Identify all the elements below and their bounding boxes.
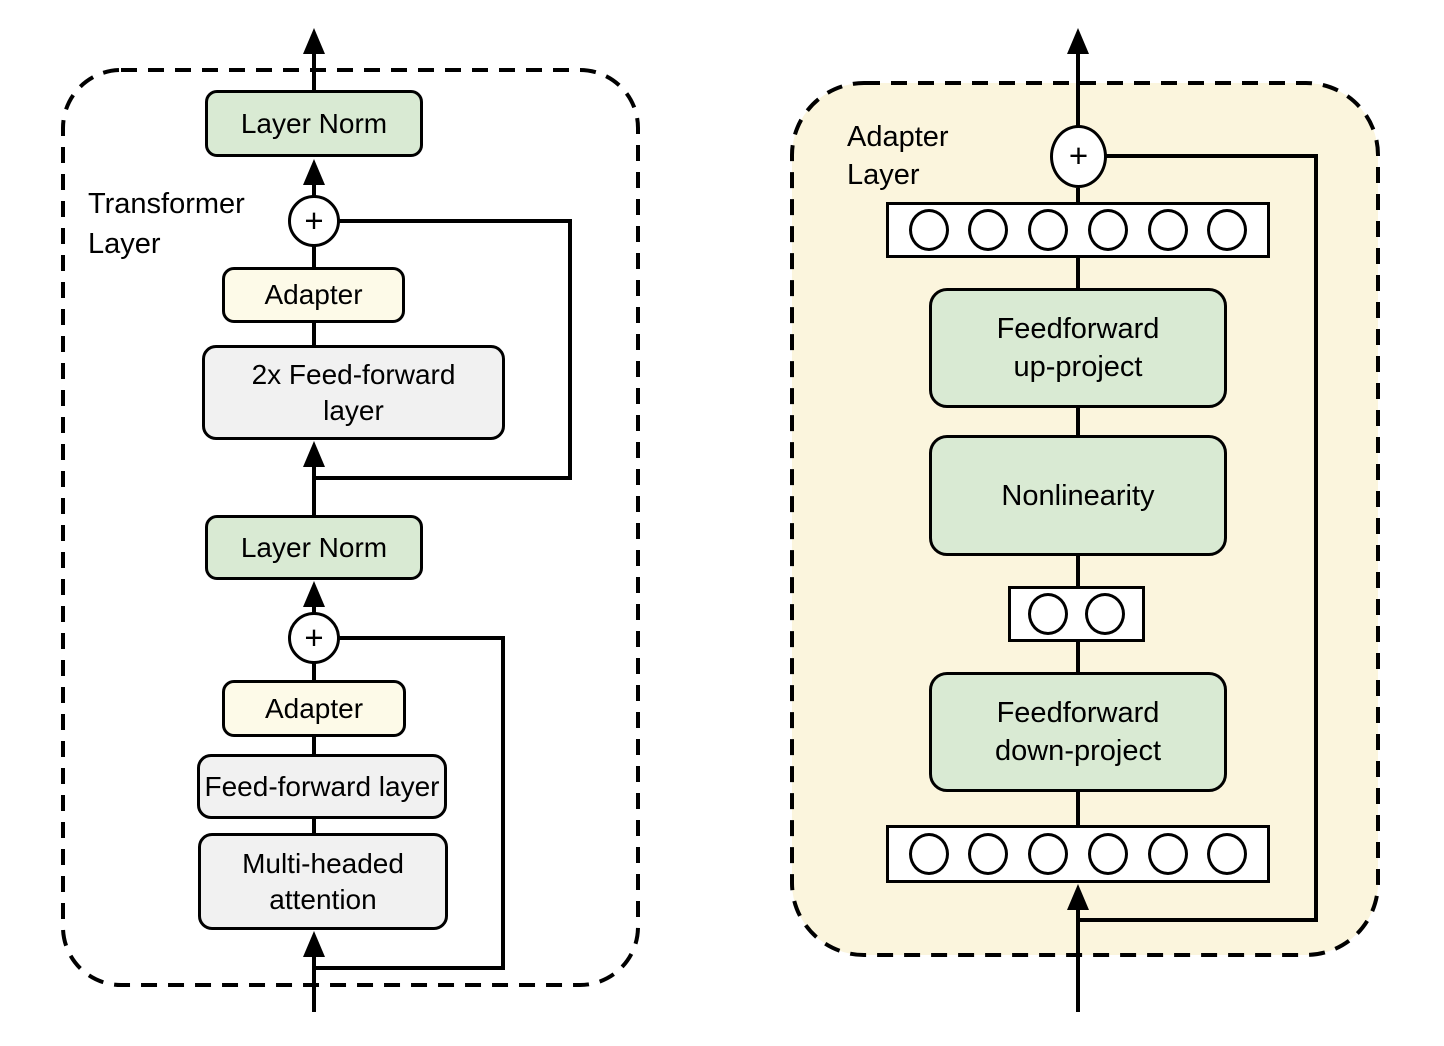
vector-circle — [1207, 209, 1248, 251]
feed-forward-2x-line1: 2x Feed-forward — [251, 358, 456, 390]
bottleneck-vector-row — [1008, 586, 1145, 642]
adapter-top-box: Adapter — [222, 267, 405, 323]
feedforward-up-project-line2: up-project — [1013, 351, 1143, 383]
transformer-layer-label-line1: Transformer — [88, 188, 245, 220]
left-attention-arrowhead — [303, 931, 325, 957]
adapter-bottom-box: Adapter — [222, 680, 406, 737]
vector-circle — [1147, 833, 1188, 875]
vector-circle — [968, 833, 1009, 875]
left-lower-skip-connection — [316, 636, 505, 970]
residual-add-bottom-left: + — [288, 612, 340, 664]
nonlinearity-box: Nonlinearity — [929, 435, 1227, 556]
adapter-layer-label-line1: Adapter — [847, 121, 949, 153]
left-output-arrowhead — [303, 28, 325, 54]
multi-headed-attention-line2: attention — [269, 883, 377, 915]
multi-headed-attention-line1: Multi-headed — [242, 847, 404, 879]
right-output-arrowhead — [1067, 28, 1089, 54]
transformer-layer-label-line2: Layer — [88, 228, 161, 260]
vector-circle — [1028, 833, 1069, 875]
adapter-layer-label-line2: Layer — [847, 159, 920, 191]
hidden-vector-row-top — [886, 202, 1270, 258]
vector-circle — [1087, 833, 1128, 875]
multi-headed-attention-box: Multi-headed attention — [198, 833, 448, 930]
feed-forward-2x-line2: layer — [323, 394, 384, 426]
feedforward-down-project-line2: down-project — [994, 735, 1162, 767]
feed-forward-layer-box: Feed-forward layer — [197, 754, 447, 819]
vector-circle — [908, 209, 949, 251]
layer-norm-bottom-box: Layer Norm — [205, 515, 423, 580]
feedforward-up-project-line1: Feedforward — [996, 313, 1160, 345]
transformer-layer-label: Transformer Layer — [88, 184, 245, 264]
residual-add-right: + — [1050, 125, 1107, 188]
vector-circle — [1085, 593, 1125, 635]
feedforward-down-project-box: Feedforward down-project — [929, 672, 1227, 792]
feedforward-up-project-box: Feedforward up-project — [929, 288, 1227, 408]
vector-circle — [968, 209, 1009, 251]
vector-circle — [908, 833, 949, 875]
adapter-layer-label: Adapter Layer — [847, 118, 949, 194]
left-layernorm-top-arrowhead — [303, 159, 325, 185]
feedforward-down-project-line1: Feedforward — [996, 697, 1160, 729]
left-layernorm-bottom-arrowhead — [303, 581, 325, 607]
vector-circle — [1207, 833, 1248, 875]
vector-circle — [1147, 209, 1188, 251]
right-bottomrow-arrowhead — [1067, 884, 1089, 910]
vector-circle — [1028, 209, 1069, 251]
residual-add-top-left: + — [288, 195, 340, 247]
layer-norm-top-box: Layer Norm — [205, 90, 423, 157]
left-ff2x-arrowhead — [303, 441, 325, 467]
feed-forward-2x-box: 2x Feed-forward layer — [202, 345, 505, 440]
left-upper-skip-connection — [316, 219, 572, 480]
vector-circle — [1087, 209, 1128, 251]
hidden-vector-row-bottom — [886, 825, 1270, 883]
right-skip-connection — [1080, 154, 1318, 922]
transformer-layer-panel-outline — [61, 68, 640, 987]
vector-circle — [1028, 593, 1068, 635]
